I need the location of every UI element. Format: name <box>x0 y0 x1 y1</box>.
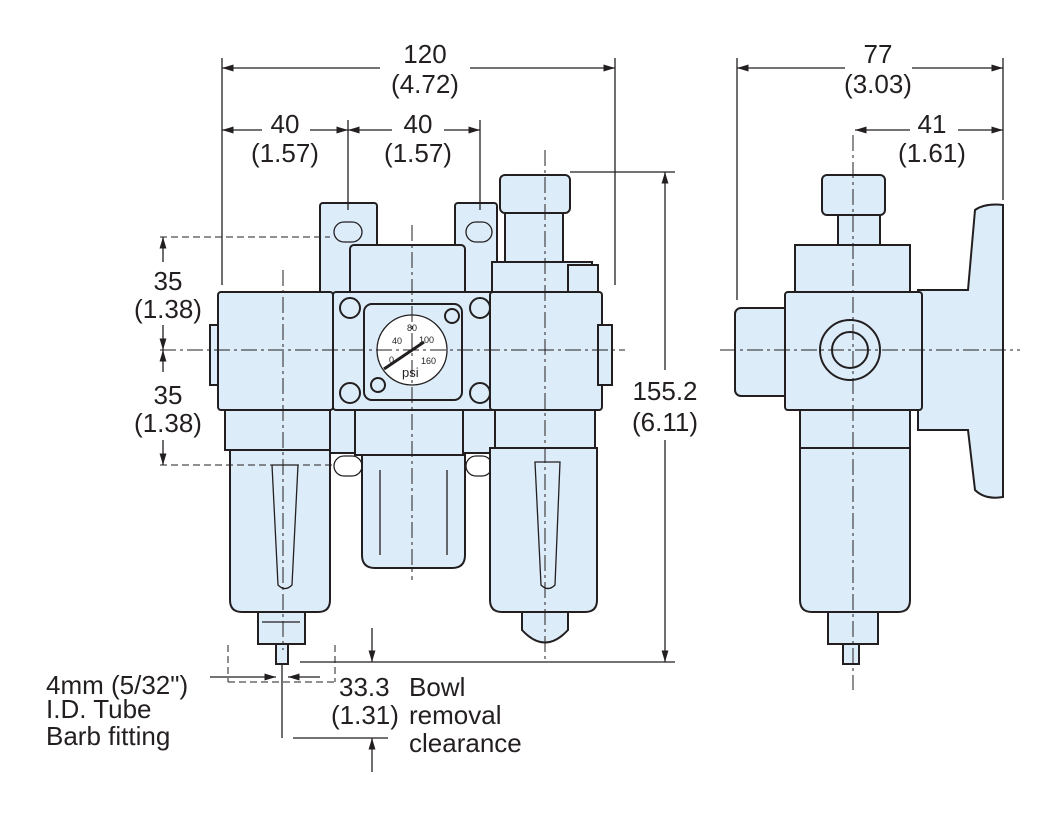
bowl-clearance-label-line1: Bowl <box>409 672 465 702</box>
gauge-tick-100: 100 <box>419 335 434 345</box>
dim-upper-height-in: (1.38) <box>134 294 202 324</box>
side-view: 77 (3.03) 41 (1.61) <box>720 39 1020 690</box>
dim-regulator-width-mm: 40 <box>404 109 433 139</box>
dim-overall-depth-in: (3.03) <box>844 69 912 99</box>
front-view: 40 80 100 160 0 psi <box>46 39 698 772</box>
dim-center-offset-mm: 41 <box>918 109 947 139</box>
screw-icon <box>339 297 491 404</box>
dim-upper-height-mm: 35 <box>154 266 183 296</box>
dim-overall-width-in: (4.72) <box>391 69 459 99</box>
filter-unit <box>209 291 334 665</box>
dim-filter-width-mm: 40 <box>271 109 300 139</box>
barb-note-line1: 4mm (5/32") <box>46 670 188 700</box>
dim-center-offset-in: (1.61) <box>898 138 966 168</box>
gauge-needle <box>383 340 425 371</box>
dim-overall-width-mm: 120 <box>403 39 446 69</box>
dim-overall-depth-mm: 77 <box>864 39 893 69</box>
gauge-tick-0: 0 <box>389 355 394 365</box>
barb-note-line3: Barb fitting <box>46 721 170 751</box>
gauge-tick-160: 160 <box>421 356 436 366</box>
gauge-unit: psi <box>402 365 419 380</box>
dim-overall-height-mm: 155.2 <box>632 376 697 406</box>
dim-overall-height-in: (6.11) <box>632 407 698 437</box>
side-bracket <box>917 203 1004 499</box>
gauge-tick-40: 40 <box>392 336 402 346</box>
barb-note-line2: I.D. Tube <box>46 694 152 724</box>
lubricator-unit <box>489 174 613 644</box>
dim-bowl-clearance-in: (1.31) <box>331 700 399 730</box>
dim-lower-height-mm: 35 <box>154 380 183 410</box>
dim-filter-width-in: (1.57) <box>251 138 319 168</box>
dim-bowl-clearance-mm: 33.3 <box>339 672 390 702</box>
regulator-unit: 40 80 100 160 0 psi <box>332 244 496 569</box>
bowl-clearance-label-line3: clearance <box>409 728 522 758</box>
dim-lower-height-in: (1.38) <box>134 408 202 438</box>
dim-regulator-width-in: (1.57) <box>384 138 452 168</box>
adjustment-knob <box>499 174 571 214</box>
bowl-clearance-label-line2: removal <box>409 700 501 730</box>
